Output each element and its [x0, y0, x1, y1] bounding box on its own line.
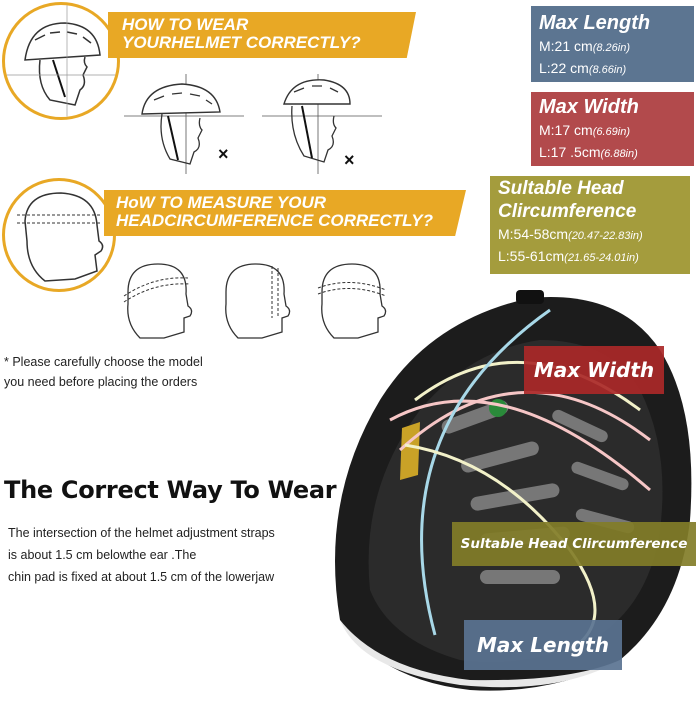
spec-head-circ-m-in: (20.47-22.83in) [568, 230, 643, 242]
spec-max-width: Max Width M:17 cm(6.69in) L:17 .5cm(6.88… [531, 92, 694, 166]
order-note-line1: * Please carefully choose the model [4, 355, 203, 369]
helmet-head-icon [2, 2, 120, 120]
wrong-mark-2: × [344, 150, 355, 170]
measure-sketch-circumference [118, 258, 198, 342]
spec-max-width-m: M:17 cm [539, 122, 593, 138]
order-note-line2: you need before placing the orders [4, 375, 198, 389]
spec-max-length-l-in: (8.66in) [588, 64, 627, 76]
measure-sketch-length [216, 258, 296, 342]
spec-max-length-l: L:22 cm [539, 60, 589, 76]
correct-way-title: The Correct Way To Wear [4, 476, 337, 504]
spec-max-width-l-in: (6.88in) [600, 148, 638, 160]
correct-way-text: The intersection of the helmet adjustmen… [8, 522, 348, 588]
spec-max-length-m-in: (8.26in) [592, 42, 630, 54]
measure-banner-line1: HoW TO MEASURE YOUR [116, 193, 326, 212]
helmet-tag-max-length: Max Length [464, 620, 622, 670]
spec-head-circ-m: M:54-58cm [498, 226, 569, 242]
correct-way-line1: The intersection of the helmet adjustmen… [8, 526, 275, 540]
spec-head-circ-l-in: (21.65-24.01in) [564, 252, 639, 264]
spec-max-width-l: L:17 .5cm [539, 144, 601, 160]
spec-head-circ-title-2: Clircumference [498, 201, 637, 222]
spec-max-length-title: Max Length [539, 12, 651, 34]
helmet-tag-head-circ: Sultable Head Clircumference [452, 522, 696, 566]
spec-max-width-m-in: (6.69in) [592, 126, 630, 138]
wrong-wear-sketch-2 [262, 74, 382, 174]
measure-banner: HoW TO MEASURE YOUR HEADCIRCUMFERENCE CO… [104, 190, 466, 236]
spec-max-width-title: Max Width [539, 96, 639, 118]
helmet-tag-max-width: Max Width [524, 346, 664, 394]
spec-head-circ-l: L:55-61cm [498, 248, 565, 264]
wear-banner-line2: YOURHELMET CORRECTLY? [122, 32, 361, 52]
wrong-mark-1: × [218, 144, 229, 164]
spec-head-circ-title-1: Sultable Head [498, 178, 624, 199]
spec-max-length-m: M:21 cm [539, 38, 593, 54]
wrong-wear-sketch-1 [124, 74, 244, 174]
wear-banner-line1: HOW TO WEAR [122, 15, 249, 34]
wear-banner: HOW TO WEAR YOURHELMET CORRECTLY? [108, 12, 416, 58]
measure-sketch-width [312, 258, 392, 342]
correct-way-line2: is about 1.5 cm belowthe ear .The [8, 548, 197, 562]
correct-way-line3: chin pad is fixed at about 1.5 cm of the… [8, 570, 275, 584]
head-measure-icon [2, 178, 116, 292]
spec-max-length: Max Length M:21 cm(8.26in) L:22 cm(8.66i… [531, 6, 694, 82]
helmet-illustration [320, 290, 700, 700]
order-note: * Please carefully choose the model you … [4, 352, 264, 392]
spec-head-circ: Sultable Head Clircumference M:54-58cm(2… [490, 176, 690, 274]
measure-banner-line2: HEADCIRCUMFERENCE CORRECTLY? [116, 210, 434, 230]
